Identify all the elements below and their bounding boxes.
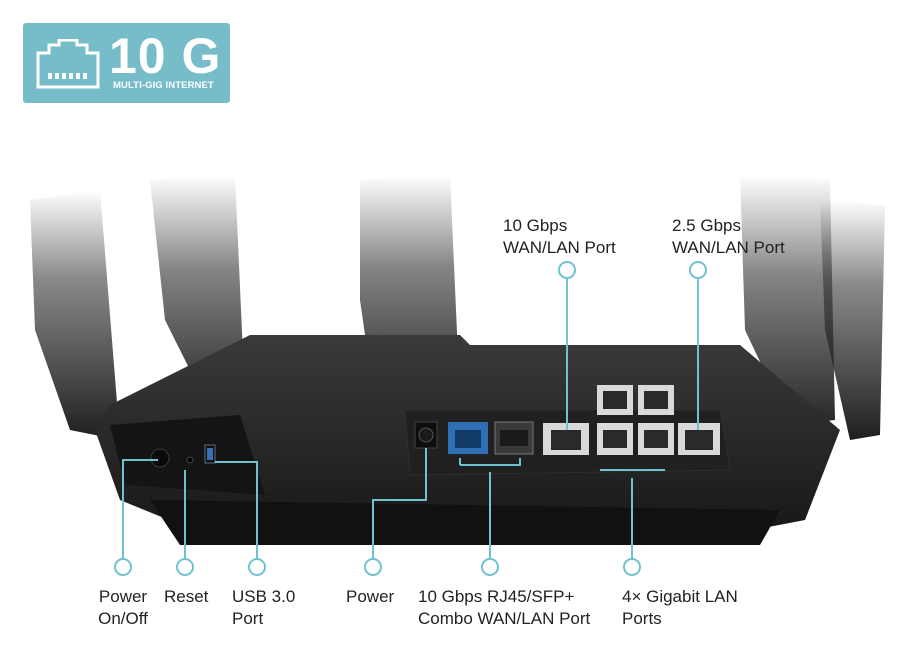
callout-lines (114, 261, 707, 576)
ethernet-port-icon (36, 39, 100, 89)
callout-power-onoff: Power On/Off (70, 586, 176, 630)
antenna-right-outer (820, 200, 885, 440)
callout-wan10g-line2: WAN/LAN Port (503, 238, 616, 257)
callout-lan: 4× Gigabit LAN Ports (622, 586, 738, 630)
callout-usb-line2: Port (232, 609, 264, 628)
callout-power-line1: Power (346, 587, 395, 606)
reset-hole (186, 456, 194, 464)
callout-usb-line1: USB 3.0 (232, 587, 296, 606)
left-side-panel (110, 415, 265, 495)
callout-wan10g-line1: 10 Gbps (503, 216, 568, 235)
callout-combo: 10 Gbps RJ45/SFP+ Combo WAN/LAN Port (418, 586, 590, 630)
antenna-right-inner (740, 175, 835, 425)
power-switch (150, 448, 170, 468)
callout-power: Power (346, 586, 394, 608)
multi-gig-badge: 10 G MULTI-GIG INTERNET (23, 23, 230, 103)
callout-combo-line2: Combo WAN/LAN Port (418, 609, 591, 628)
callout-wan10g: 10 Gbps WAN/LAN Port (503, 215, 616, 259)
callout-wan25g: 2.5 Gbps WAN/LAN Port (672, 215, 785, 259)
callout-power-onoff-line1: Power (98, 587, 148, 606)
callout-lan-line1: 4× Gigabit LAN (622, 587, 738, 606)
callout-reset-line1: Reset (164, 587, 209, 606)
callout-power-onoff-line2: On/Off (98, 609, 148, 628)
callout-lan-line2: Ports (622, 609, 662, 628)
callout-reset: Reset (164, 586, 208, 608)
router-base (150, 500, 780, 545)
callout-wan25g-line1: 2.5 Gbps (672, 216, 741, 235)
antenna-left-outer (30, 190, 120, 440)
callout-usb: USB 3.0 Port (232, 586, 295, 630)
callout-wan25g-line2: WAN/LAN Port (672, 238, 785, 257)
badge-speed: 10 G (109, 28, 222, 84)
callout-combo-line1: 10 Gbps RJ45/SFP+ (418, 587, 575, 606)
badge-subtitle: MULTI-GIG INTERNET (113, 80, 214, 91)
